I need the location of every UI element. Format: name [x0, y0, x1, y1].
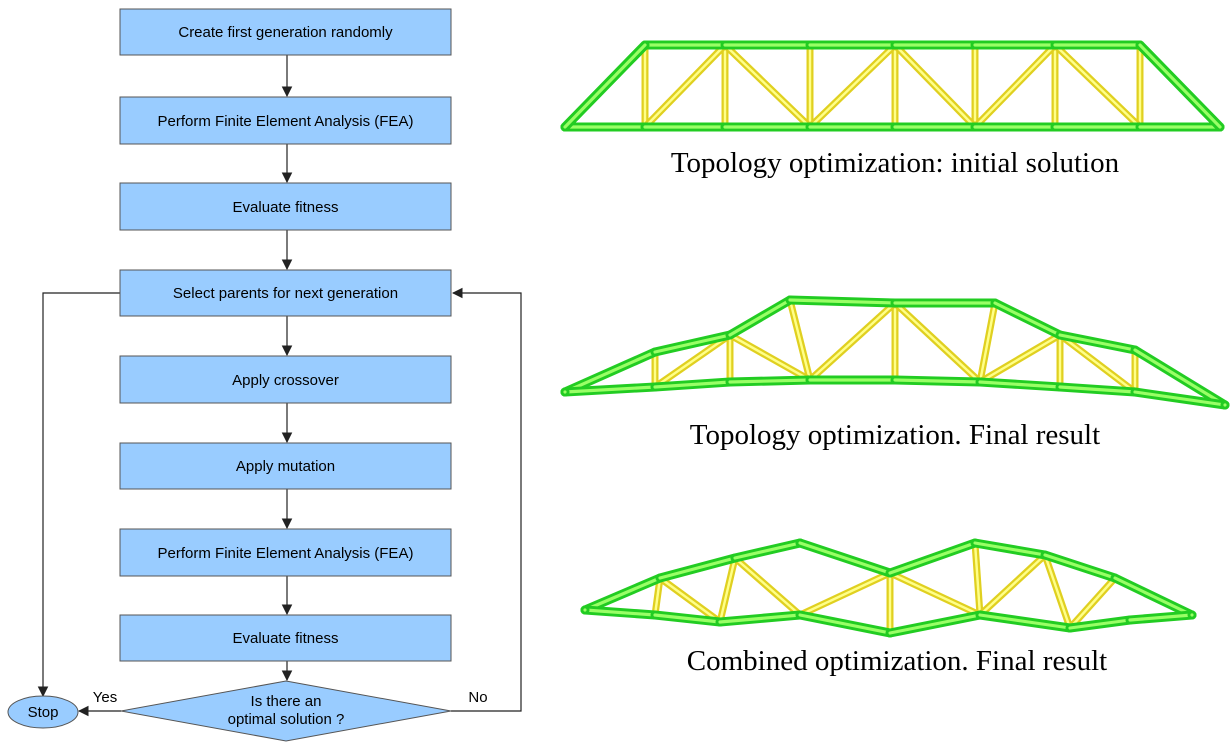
truss-member-highlight — [718, 556, 737, 624]
top-chord-highlight — [788, 298, 897, 305]
caption-combined-final: Combined optimization. Final result — [687, 645, 1107, 677]
decision-diamond: Is there an optimal solution ? — [120, 680, 452, 742]
truss-member-highlight — [978, 301, 997, 384]
truss-member-highlight — [893, 43, 977, 129]
truss-member-highlight — [973, 43, 1057, 129]
step-label-7: Perform Finite Element Analysis (FEA) — [158, 545, 414, 562]
bottom-chord-highlight — [978, 613, 1072, 630]
truss-member-highlight — [1058, 333, 1137, 394]
truss-member-highlight — [723, 43, 812, 129]
bottom-chord-highlight — [653, 380, 732, 389]
step-box-1: Create first generation randomly — [119, 8, 452, 56]
top-chord-highlight — [798, 541, 892, 575]
bottom-chord-highlight — [718, 613, 802, 624]
bottom-chord-highlight — [1128, 613, 1194, 622]
truss-member-highlight — [888, 571, 982, 617]
top-chord-highlight — [653, 333, 732, 354]
truss-member-highlight — [978, 333, 1062, 384]
bottom-chord-highlight — [798, 613, 892, 635]
step-box-7: Perform Finite Element Analysis (FEA) — [119, 528, 452, 577]
bottom-chord-highlight — [888, 613, 982, 635]
top-chord-highlight — [563, 350, 657, 394]
step-box-3: Evaluate fitness — [119, 182, 452, 231]
truss-member-highlight — [788, 298, 812, 382]
step-box-2: Perform Finite Element Analysis (FEA) — [119, 96, 452, 145]
top-chord-highlight — [733, 541, 802, 560]
top-chord-highlight — [888, 541, 977, 575]
step-label-5: Apply crossover — [232, 372, 339, 389]
top-chord-highlight — [1113, 576, 1194, 617]
top-chord-highlight — [1058, 333, 1137, 352]
bottom-chord-highlight — [728, 378, 812, 384]
truss-member-highlight — [798, 571, 892, 617]
yes-label: Yes — [93, 689, 117, 706]
truss-member-highlight — [1068, 576, 1117, 630]
truss-member-highlight — [973, 541, 982, 617]
truss-member-highlight — [808, 301, 897, 382]
step-box-5: Apply crossover — [119, 355, 452, 404]
truss-member-highlight — [808, 43, 897, 129]
truss-combined-final — [580, 538, 1197, 638]
bottom-chord-highlight — [893, 378, 982, 384]
truss-topology-final — [560, 295, 1230, 410]
truss-member-highlight — [1043, 553, 1072, 630]
truss-member-highlight — [893, 301, 982, 384]
stop-terminal: Stop — [7, 695, 79, 729]
truss-member-highlight — [733, 556, 802, 617]
step-label-8: Evaluate fitness — [233, 630, 339, 647]
truss-member-highlight — [1053, 43, 1142, 129]
truss-member-highlight — [653, 576, 662, 617]
flowchart: Create first generation randomly Perform… — [7, 8, 522, 742]
arrow-no-loop — [451, 287, 522, 712]
step-label-3: Evaluate fitness — [233, 199, 339, 216]
top-chord-highlight — [1043, 553, 1117, 580]
bottom-chord-highlight — [583, 608, 657, 617]
top-chord-highlight — [993, 301, 1062, 337]
truss-member-highlight — [653, 333, 732, 389]
top-chord-highlight — [563, 43, 647, 129]
truss-member-highlight — [643, 43, 727, 129]
step-label-4: Select parents for next generation — [173, 285, 398, 302]
top-chord-highlight — [973, 541, 1047, 557]
step-box-6: Apply mutation — [119, 442, 452, 490]
step-label-2: Perform Finite Element Analysis (FEA) — [158, 113, 414, 130]
step-box-8: Evaluate fitness — [119, 614, 452, 662]
bottom-chord-highlight — [653, 613, 722, 624]
bottom-chord-highlight — [978, 380, 1062, 389]
caption-initial-solution: Topology optimization: initial solution — [671, 147, 1120, 179]
step-label-6: Apply mutation — [236, 458, 335, 475]
decision-line-1: Is there an — [251, 693, 322, 710]
top-chord-highlight — [658, 556, 737, 580]
top-chord-highlight — [728, 298, 792, 337]
truss-member-highlight — [658, 576, 722, 624]
bottom-chord-highlight — [1058, 385, 1137, 394]
arrow-select-to-stop — [37, 292, 120, 698]
top-chord-highlight — [583, 576, 662, 612]
caption-topology-final: Topology optimization. Final result — [690, 419, 1100, 451]
truss-member-highlight — [978, 553, 1047, 617]
top-chord-highlight — [1138, 43, 1222, 129]
bottom-chord-highlight — [1068, 618, 1132, 630]
truss-member-highlight — [728, 333, 812, 382]
top-chord-highlight — [1133, 348, 1227, 407]
stop-label: Stop — [28, 704, 59, 721]
bottom-chord-highlight — [563, 385, 657, 394]
step-box-4: Select parents for next generation — [119, 269, 452, 317]
no-label: No — [468, 689, 487, 706]
bottom-chord-highlight — [1133, 390, 1227, 407]
step-label-1: Create first generation randomly — [178, 24, 393, 41]
decision-line-2: optimal solution ? — [228, 711, 345, 728]
truss-initial-solution — [560, 40, 1225, 132]
